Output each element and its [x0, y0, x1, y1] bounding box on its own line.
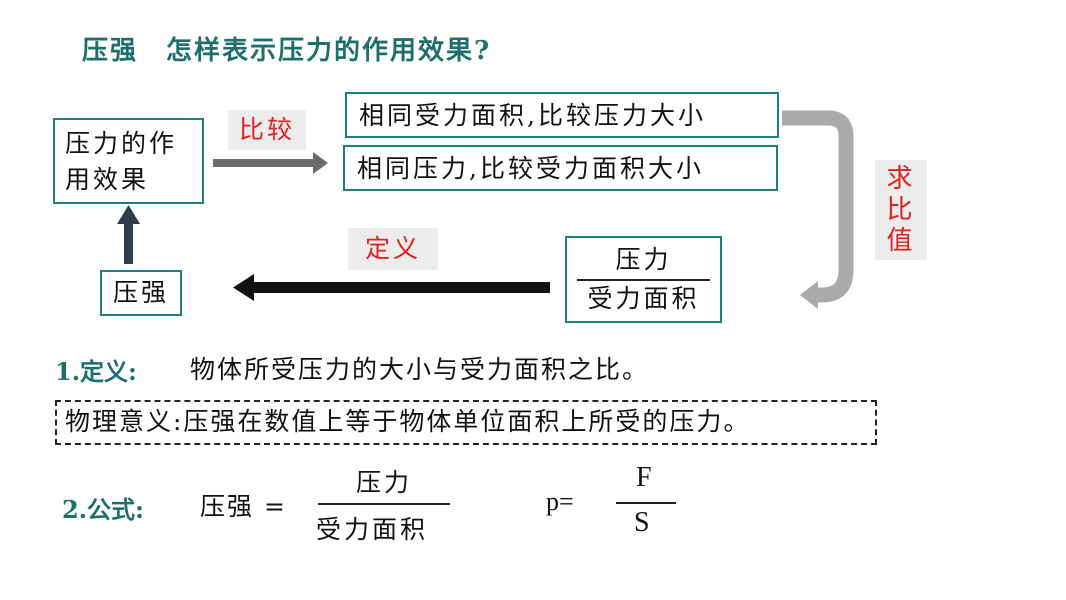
formula-lhs: 压强 =: [200, 492, 287, 521]
symbol-formula-lhs: p=: [546, 487, 574, 516]
title-question: 怎样表示压力的作用效果?: [166, 36, 492, 66]
ratio-box: 压力 受力面积: [565, 236, 722, 323]
pressure-box: 压强: [100, 270, 182, 316]
effect-line-1: 压力的作: [65, 129, 178, 158]
ratio-numerator: 压力: [615, 245, 672, 274]
formula-denominator: 受力面积: [316, 515, 429, 544]
physical-meaning-box: 物理意义:压强在数值上等于物体单位面积上所受的压力。: [55, 400, 877, 445]
symbol-numerator: F: [636, 462, 652, 493]
title-topic: 压强: [82, 36, 139, 66]
definition-text: 物体所受压力的大小与受力面积之比。: [190, 355, 650, 384]
method-same-area-box: 相同受力面积,比较压力大小: [345, 92, 779, 138]
page-title: 压强怎样表示压力的作用效果?: [82, 30, 491, 67]
compare-arrow: [213, 152, 328, 174]
effect-box: 压力的作 用效果: [53, 118, 204, 204]
ratio-fraction-line: [577, 279, 710, 281]
formula-label: 2.公式:: [62, 495, 144, 524]
ratio-tag: 求 比 值: [875, 160, 927, 260]
compare-tag: 比较: [228, 110, 306, 150]
define-arrow: [233, 274, 550, 301]
symbol-fraction-line: [616, 502, 676, 504]
formula-numerator: 压力: [356, 468, 413, 497]
ratio-tag-char: 比: [886, 195, 916, 225]
symbol-denominator: S: [634, 507, 650, 538]
effect-line-2: 用效果: [65, 165, 150, 194]
ratio-denominator: 受力面积: [587, 284, 700, 313]
definition-label: 1.定义:: [55, 357, 137, 386]
define-tag: 定义: [348, 228, 438, 270]
ratio-tag-char: 值: [886, 226, 916, 256]
ratio-curve-arrow: [782, 110, 854, 309]
ratio-tag-char: 求: [886, 164, 916, 194]
up-arrow: [117, 205, 140, 264]
method-same-force-box: 相同压力,比较受力面积大小: [343, 145, 778, 191]
formula-fraction-line: [318, 503, 450, 505]
